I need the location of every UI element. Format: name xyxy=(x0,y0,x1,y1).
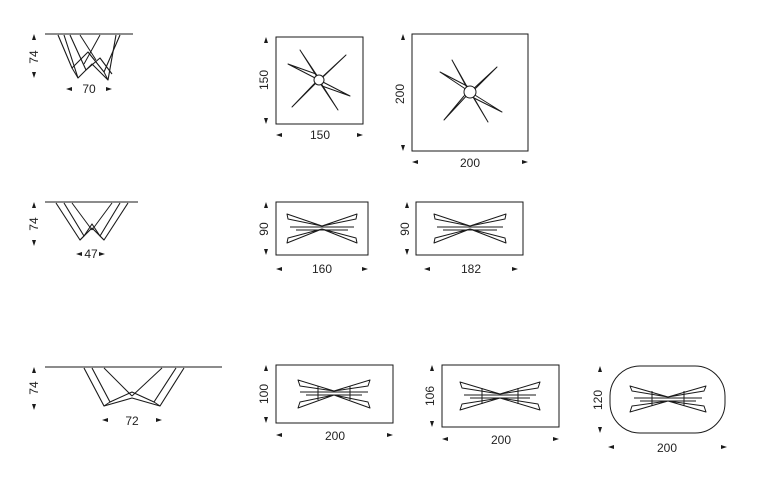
table-outline-square xyxy=(411,33,529,152)
height-arrow-top xyxy=(598,366,602,372)
width-arrow-right xyxy=(357,133,363,137)
height-arrow-bottom xyxy=(264,249,268,255)
depth-arrow-right xyxy=(156,418,162,422)
depth-label: 72 xyxy=(125,414,139,428)
height-arrow-bottom xyxy=(430,421,434,427)
table-outline-oval xyxy=(609,365,726,434)
width-label: 150 xyxy=(310,128,330,142)
height-arrow-top xyxy=(405,202,409,208)
height-arrow-bottom xyxy=(598,427,602,433)
depth-arrow-left xyxy=(76,252,82,256)
table-base-star xyxy=(287,49,351,111)
depth-arrow-right xyxy=(99,252,105,256)
height-label: 120 xyxy=(591,390,605,410)
top-view-rect-160: 90 160 xyxy=(257,201,369,276)
table-base-x xyxy=(433,213,507,244)
height-arrow-top xyxy=(32,202,36,208)
table-base-side-2 xyxy=(55,202,129,241)
side-view-3: 74 72 xyxy=(27,366,222,428)
table-base-x xyxy=(629,385,707,413)
depth-label: 47 xyxy=(84,247,98,261)
height-arrow-top xyxy=(264,365,268,371)
height-label: 90 xyxy=(257,222,271,236)
side-view-1: 74 70 xyxy=(27,33,133,96)
width-label: 200 xyxy=(491,433,511,447)
top-view-oval-200: 120 200 xyxy=(591,365,727,455)
width-arrow-right xyxy=(553,437,559,441)
width-label: 200 xyxy=(460,156,480,170)
top-view-rect-182: 90 182 xyxy=(398,201,524,276)
height-arrow-top xyxy=(32,34,36,40)
width-label: 200 xyxy=(325,429,345,443)
table-base-x xyxy=(459,381,541,411)
width-label: 200 xyxy=(657,441,677,455)
height-arrow-top xyxy=(264,37,268,43)
depth-label: 70 xyxy=(82,82,96,96)
height-arrow-top xyxy=(32,367,36,373)
side-view-2: 74 47 xyxy=(27,201,138,261)
height-arrow-bottom xyxy=(401,145,405,151)
table-base-side-3 xyxy=(83,367,185,407)
height-arrow-bottom xyxy=(32,240,36,246)
height-arrow-top xyxy=(401,34,405,40)
height-label: 90 xyxy=(398,222,412,236)
height-label: 150 xyxy=(257,70,271,90)
width-arrow-left xyxy=(412,160,418,164)
height-label: 200 xyxy=(393,84,407,104)
width-arrow-right xyxy=(522,160,528,164)
top-view-square-150: 150 150 xyxy=(257,36,364,142)
width-arrow-right xyxy=(721,445,727,449)
width-arrow-left xyxy=(276,433,282,437)
table-outline-rect xyxy=(275,364,394,424)
width-arrow-left xyxy=(276,133,282,137)
table-outline-rect xyxy=(415,201,524,256)
width-label: 182 xyxy=(461,262,481,276)
width-arrow-left xyxy=(276,267,282,271)
depth-arrow-left xyxy=(102,418,108,422)
top-view-square-200: 200 200 xyxy=(393,33,529,170)
table-outline-square xyxy=(275,36,364,125)
table-outline-rect xyxy=(441,364,560,428)
table-base-star xyxy=(439,59,503,123)
height-label: 100 xyxy=(257,384,271,404)
table-base-x xyxy=(297,379,371,409)
width-arrow-left xyxy=(424,267,430,271)
height-arrow-bottom xyxy=(264,417,268,423)
height-label: 74 xyxy=(27,381,41,395)
table-base-side-1 xyxy=(57,34,121,81)
width-arrow-right xyxy=(387,433,393,437)
depth-arrow-left xyxy=(66,87,72,91)
height-label: 106 xyxy=(423,386,437,406)
depth-arrow-right xyxy=(106,87,112,91)
height-arrow-bottom xyxy=(264,118,268,124)
height-label: 74 xyxy=(27,217,41,231)
width-arrow-right xyxy=(362,267,368,271)
width-arrow-left xyxy=(608,445,614,449)
height-arrow-bottom xyxy=(405,249,409,255)
height-label: 74 xyxy=(27,50,41,64)
width-arrow-left xyxy=(442,437,448,441)
height-arrow-top xyxy=(264,202,268,208)
width-arrow-right xyxy=(512,267,518,271)
height-arrow-top xyxy=(430,365,434,371)
width-label: 160 xyxy=(312,262,332,276)
height-arrow-bottom xyxy=(32,404,36,410)
table-base-x xyxy=(286,213,358,244)
height-arrow-bottom xyxy=(32,72,36,78)
table-outline-rect xyxy=(275,201,369,256)
top-view-rect-200-106: 106 200 xyxy=(423,364,560,447)
top-view-rect-200: 100 200 xyxy=(257,364,394,443)
